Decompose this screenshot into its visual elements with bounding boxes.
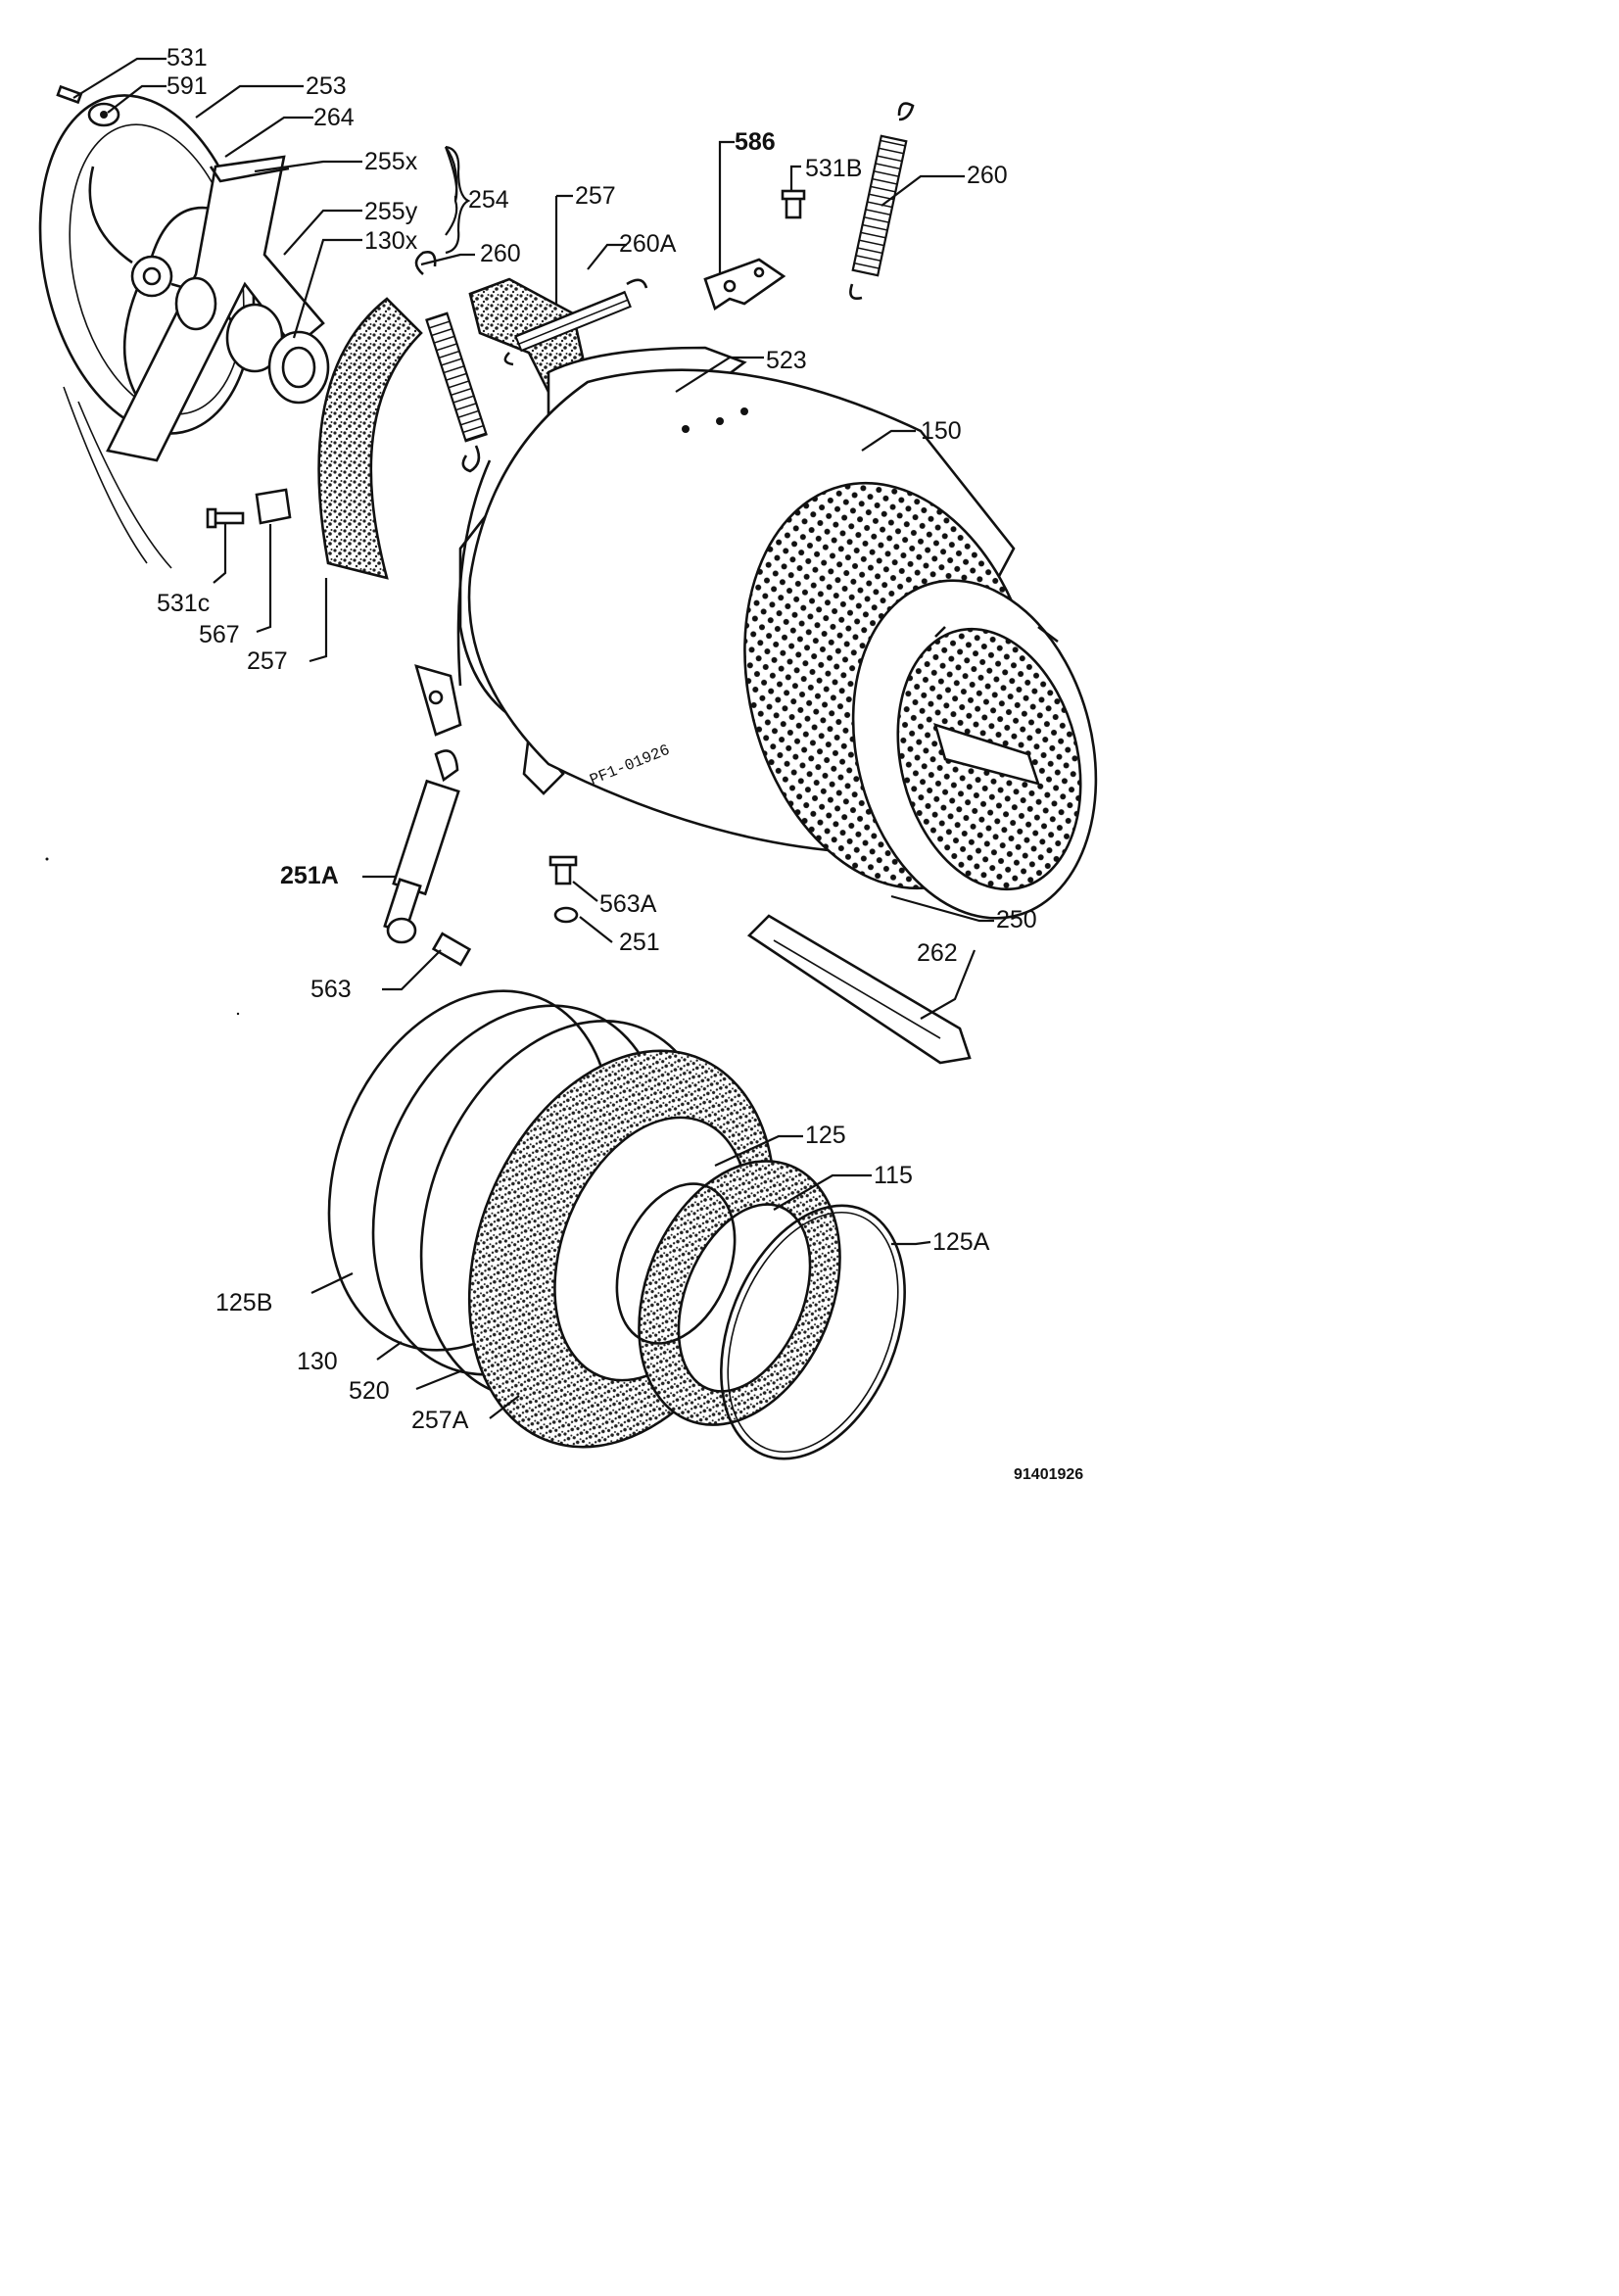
screw-531b: [781, 189, 806, 219]
pin-563a: [548, 855, 578, 885]
clamp-ring-125a: [720, 1204, 906, 1460]
label-260a: 260A: [619, 230, 677, 258]
diagram-code: 91401926: [1014, 1466, 1084, 1483]
spring-260-middle: [414, 251, 488, 473]
label-531: 531: [167, 44, 208, 72]
label-257-left: 257: [247, 647, 288, 675]
label-251a: 251A: [280, 862, 339, 889]
label-150: 150: [921, 417, 962, 445]
label-115: 115: [874, 1162, 913, 1189]
label-257-top: 257: [575, 182, 616, 210]
label-251: 251: [619, 929, 660, 956]
leader-lines: [72, 57, 994, 1419]
label-531c: 531c: [157, 590, 211, 617]
drum-spider-shaft: [106, 155, 330, 462]
label-125: 125: [805, 1122, 846, 1149]
shock-absorber-251a: [383, 749, 460, 944]
label-563: 563: [310, 976, 352, 1003]
label-254: 254: [468, 186, 509, 214]
label-253: 253: [306, 72, 347, 100]
screw-531: [56, 84, 83, 105]
label-531b: 531B: [805, 155, 863, 182]
label-250: 250: [996, 906, 1037, 933]
spring-260a: [503, 278, 648, 366]
counterweight-left-257: [317, 297, 423, 580]
bolt-531c: [206, 507, 245, 529]
label-591: 591: [167, 72, 208, 100]
label-130x: 130x: [364, 227, 418, 255]
bolt-563: [431, 932, 472, 967]
label-125a: 125A: [932, 1228, 990, 1256]
label-130: 130: [297, 1348, 338, 1375]
lifter-paddle-262: [746, 914, 972, 1065]
label-255y: 255y: [364, 198, 418, 225]
label-264: 264: [313, 104, 355, 131]
plate-567: [255, 488, 292, 525]
label-260-middle: 260: [480, 240, 521, 267]
bracket-586: [703, 258, 786, 311]
inner-drum-250: [743, 481, 1098, 920]
label-260-right: 260: [967, 162, 1008, 189]
label-125b: 125B: [215, 1289, 273, 1316]
label-257a: 257A: [411, 1407, 469, 1434]
label-262: 262: [917, 939, 958, 967]
inner-ring-125: [615, 1182, 737, 1345]
label-520: 520: [349, 1377, 390, 1405]
washer-251: [553, 906, 579, 924]
spring-260-right: [849, 102, 915, 300]
label-567: 567: [199, 621, 240, 648]
label-523: 523: [766, 347, 807, 374]
label-255x: 255x: [364, 148, 418, 175]
label-563a: 563A: [599, 890, 657, 918]
label-586: 586: [735, 128, 776, 156]
